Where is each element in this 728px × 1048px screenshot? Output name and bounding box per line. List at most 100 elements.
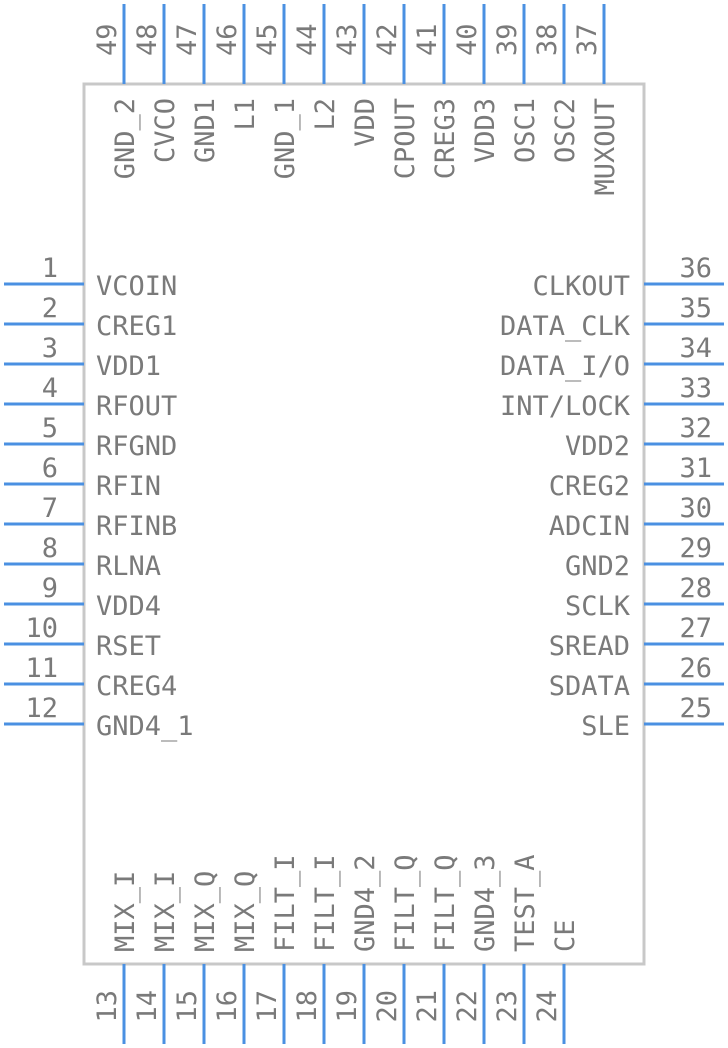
- pin-label-vcoin: VCOIN: [96, 271, 177, 302]
- pin-number-13: 13: [92, 990, 123, 1023]
- pin-number-1: 1: [42, 253, 58, 284]
- pin-label-vdd4: VDD4: [96, 591, 161, 622]
- pin-number-33: 33: [679, 373, 712, 404]
- pin-label-muxout: MUXOUT: [590, 98, 621, 196]
- pin-number-19: 19: [332, 990, 363, 1023]
- pin-label-gnd-1: GND_1: [270, 98, 301, 179]
- ic-body: [82, 82, 646, 966]
- pin-label-cpout: CPOUT: [390, 98, 421, 179]
- pin-number-47: 47: [172, 23, 203, 56]
- pin-label-gnd1: GND1: [190, 98, 221, 163]
- pin-number-23: 23: [492, 990, 523, 1023]
- pin-label-mix-i: MIX_I: [150, 871, 181, 952]
- pin-label-vdd1: VDD1: [96, 351, 161, 382]
- pin-label-vdd2: VDD2: [565, 431, 630, 462]
- pin-number-4: 4: [42, 373, 58, 404]
- pin-number-26: 26: [679, 653, 712, 684]
- pin-number-29: 29: [679, 533, 712, 564]
- pins: [4, 4, 724, 1044]
- pin-label-sclk: SCLK: [565, 591, 631, 622]
- pin-number-15: 15: [172, 990, 203, 1023]
- pin-label-rset: RSET: [96, 631, 161, 662]
- pin-label-mix-q: MIX_Q: [190, 871, 221, 952]
- pin-number-25: 25: [679, 693, 712, 724]
- pin-number-16: 16: [212, 990, 243, 1023]
- pin-number-42: 42: [372, 23, 403, 56]
- pin-number-34: 34: [679, 333, 712, 364]
- pin-number-39: 39: [492, 23, 523, 56]
- pin-label-gnd4-2: GND4_2: [350, 854, 381, 952]
- pin-number-45: 45: [252, 23, 283, 56]
- pin-number-31: 31: [679, 453, 712, 484]
- pin-number-9: 9: [42, 573, 58, 604]
- pin-label-rfin: RFIN: [96, 471, 161, 502]
- pin-label-vdd3: VDD3: [470, 98, 501, 163]
- pin-label-filt-i: FILT_I: [310, 854, 341, 952]
- pin-number-44: 44: [292, 23, 323, 56]
- pin-label-sle: SLE: [581, 711, 630, 742]
- pin-label-osc2: OSC2: [550, 98, 581, 163]
- pin-label-clkout: CLKOUT: [532, 271, 630, 302]
- pin-number-24: 24: [532, 990, 563, 1023]
- pin-label-gnd2: GND2: [565, 551, 630, 582]
- pin-label-mix-q: MIX_Q: [230, 871, 261, 952]
- pin-number-5: 5: [42, 413, 58, 444]
- pin-number-17: 17: [252, 990, 283, 1023]
- pin-number-18: 18: [292, 990, 323, 1023]
- pin-label-l2: L2: [310, 98, 341, 131]
- pin-number-20: 20: [372, 990, 403, 1023]
- pin-number-21: 21: [412, 990, 443, 1023]
- pin-label-creg3: CREG3: [430, 98, 461, 179]
- pin-number-12: 12: [25, 693, 58, 724]
- pin-number-11: 11: [25, 653, 58, 684]
- pin-number-8: 8: [42, 533, 58, 564]
- pin-number-36: 36: [679, 253, 712, 284]
- pin-label-gnd4-1: GND4_1: [96, 711, 194, 742]
- pin-label-sread: SREAD: [549, 631, 630, 662]
- pin-label-creg1: CREG1: [96, 311, 177, 342]
- pin-number-41: 41: [412, 23, 443, 56]
- pin-label-test-a: TEST_A: [510, 854, 541, 952]
- pin-number-3: 3: [42, 333, 58, 364]
- pin-number-2: 2: [42, 293, 58, 324]
- pin-number-10: 10: [25, 613, 58, 644]
- pin-number-38: 38: [532, 23, 563, 56]
- pin-number-28: 28: [679, 573, 712, 604]
- pin-label-cvco: CVCO: [150, 98, 181, 163]
- pin-number-30: 30: [679, 493, 712, 524]
- pin-label-creg4: CREG4: [96, 671, 177, 702]
- pin-label-gnd4-3: GND4_3: [470, 854, 501, 952]
- pin-label-rfinb: RFINB: [96, 511, 177, 542]
- pin-label-filt-q: FILT_Q: [430, 854, 461, 952]
- pin-number-14: 14: [132, 990, 163, 1023]
- pin-label-adcin: ADCIN: [549, 511, 630, 542]
- pin-label-l1: L1: [230, 98, 261, 131]
- pin-number-6: 6: [42, 453, 58, 484]
- pin-label-gnd-2: GND_2: [110, 98, 141, 179]
- pin-label-ce: CE: [550, 919, 581, 952]
- pin-label-filt-q: FILT_Q: [390, 854, 421, 952]
- pin-number-37: 37: [572, 23, 603, 56]
- pin-label-sdata: SDATA: [549, 671, 630, 702]
- pin-labels: 1VCOIN2CREG13VDD14RFOUT5RFGND6RFIN7RFINB…: [25, 23, 712, 1022]
- pin-number-27: 27: [679, 613, 712, 644]
- pin-label-int-lock: INT/LOCK: [500, 391, 631, 422]
- pin-label-rfgnd: RFGND: [96, 431, 177, 462]
- pin-label-filt-i: FILT_I: [270, 854, 301, 952]
- pin-number-49: 49: [92, 23, 123, 56]
- pin-number-35: 35: [679, 293, 712, 324]
- pin-label-vdd: VDD: [350, 98, 381, 147]
- pin-number-48: 48: [132, 23, 163, 56]
- pin-number-32: 32: [679, 413, 712, 444]
- pin-label-data-clk: DATA_CLK: [500, 311, 631, 342]
- pin-number-22: 22: [452, 990, 483, 1023]
- pin-label-mix-i: MIX_I: [110, 871, 141, 952]
- pin-number-7: 7: [42, 493, 58, 524]
- pin-label-creg2: CREG2: [549, 471, 630, 502]
- pin-number-40: 40: [452, 23, 483, 56]
- pin-number-43: 43: [332, 23, 363, 56]
- pin-label-osc1: OSC1: [510, 98, 541, 163]
- pin-label-rfout: RFOUT: [96, 391, 177, 422]
- pin-number-46: 46: [212, 23, 243, 56]
